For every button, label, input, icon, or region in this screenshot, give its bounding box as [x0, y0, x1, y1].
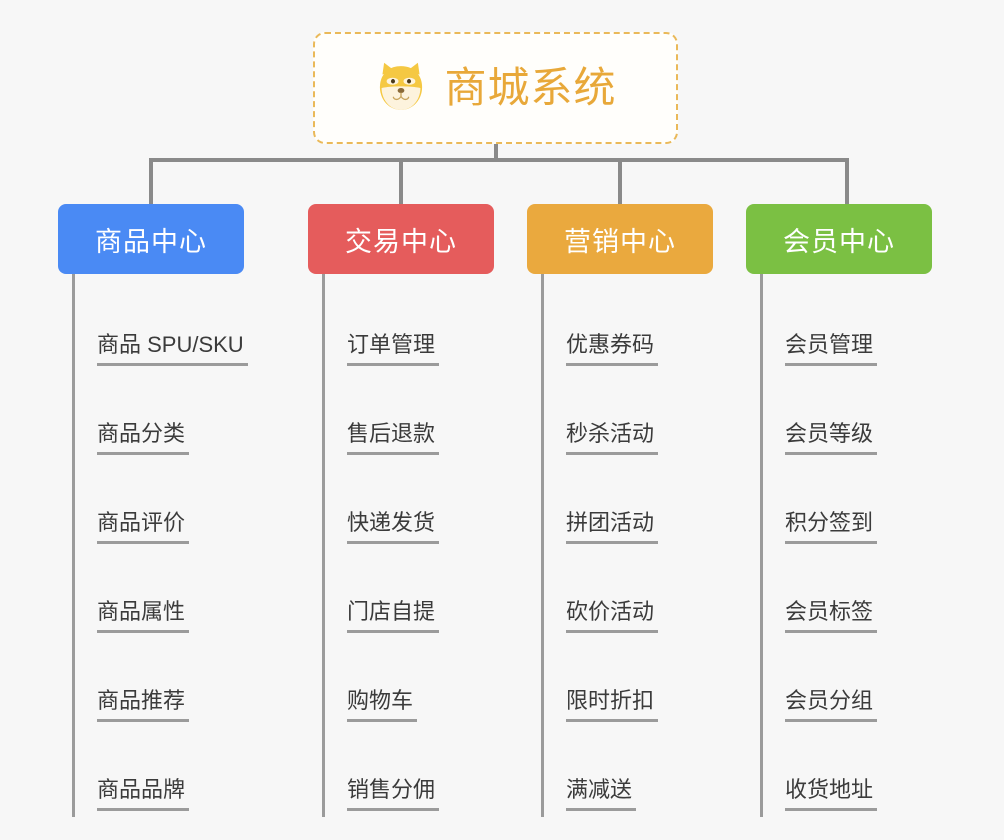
- connector-drop-4: [845, 158, 849, 204]
- list-item-label: 快递发货: [347, 510, 440, 544]
- list-item-label: 会员分组: [785, 688, 878, 722]
- list-item-label: 售后退款: [347, 421, 440, 455]
- list-item[interactable]: 购物车: [325, 639, 494, 728]
- child-list-product-center: 商品 SPU/SKU 商品分类 商品评价 商品属性 商品推荐 商品品牌: [72, 274, 248, 817]
- category-label: 会员中心: [783, 226, 895, 257]
- connector-drop-2: [399, 158, 403, 204]
- branch-column-member-center: 会员中心 会员管理 会员等级 积分签到 会员标签 会员分组 收货地址: [746, 204, 932, 817]
- list-item[interactable]: 快递发货: [325, 461, 494, 550]
- list-item-label: 砍价活动: [566, 599, 659, 633]
- list-item[interactable]: 商品推荐: [75, 639, 244, 728]
- list-item-label: 商品推荐: [97, 688, 190, 722]
- category-header-product-center[interactable]: 商品中心: [58, 204, 244, 274]
- branch-column-trade-center: 交易中心 订单管理 售后退款 快递发货 门店自提 购物车 销售分佣: [308, 204, 494, 817]
- list-item-label: 拼团活动: [566, 510, 659, 544]
- list-item[interactable]: 秒杀活动: [544, 372, 713, 461]
- root-title: 商城系统: [444, 64, 617, 111]
- list-item[interactable]: 商品分类: [75, 372, 244, 461]
- list-item-label: 销售分佣: [347, 777, 440, 811]
- list-item-label: 商品分类: [97, 421, 190, 455]
- list-item[interactable]: 门店自提: [325, 550, 494, 639]
- list-item-label: 商品 SPU/SKU: [97, 332, 248, 366]
- list-item[interactable]: 拼团活动: [544, 461, 713, 550]
- category-header-trade-center[interactable]: 交易中心: [308, 204, 494, 274]
- list-item[interactable]: 限时折扣: [544, 639, 713, 728]
- list-item-label: 商品属性: [97, 599, 190, 633]
- list-item[interactable]: 优惠券码: [544, 274, 713, 372]
- list-item[interactable]: 积分签到: [763, 461, 932, 550]
- list-item[interactable]: 会员分组: [763, 639, 932, 728]
- list-item-label: 满减送: [566, 777, 637, 811]
- branch-column-product-center: 商品中心 商品 SPU/SKU 商品分类 商品评价 商品属性 商品推荐 商品品牌: [58, 204, 248, 817]
- category-label: 交易中心: [345, 226, 457, 257]
- category-header-member-center[interactable]: 会员中心: [746, 204, 932, 274]
- connector-horizontal-bus: [149, 158, 849, 162]
- list-item[interactable]: 订单管理: [325, 274, 494, 372]
- list-item-label: 优惠券码: [566, 332, 659, 366]
- list-item[interactable]: 砍价活动: [544, 550, 713, 639]
- list-item-label: 商品评价: [97, 510, 190, 544]
- list-item[interactable]: 收货地址: [763, 728, 932, 817]
- list-item-label: 购物车: [347, 688, 418, 722]
- list-item[interactable]: 商品属性: [75, 550, 244, 639]
- list-item-label: 积分签到: [785, 510, 878, 544]
- list-item-label: 秒杀活动: [566, 421, 659, 455]
- child-list-marketing-center: 优惠券码 秒杀活动 拼团活动 砍价活动 限时折扣 满减送: [541, 274, 713, 817]
- list-item-label: 商品品牌: [97, 777, 190, 811]
- list-item-label: 会员等级: [785, 421, 878, 455]
- connector-drop-1: [149, 158, 153, 204]
- branch-column-marketing-center: 营销中心 优惠券码 秒杀活动 拼团活动 砍价活动 限时折扣 满减送: [527, 204, 713, 817]
- connector-drop-3: [618, 158, 622, 204]
- category-label: 商品中心: [95, 226, 207, 257]
- list-item-label: 限时折扣: [566, 688, 659, 722]
- child-list-trade-center: 订单管理 售后退款 快递发货 门店自提 购物车 销售分佣: [322, 274, 494, 817]
- list-item[interactable]: 会员管理: [763, 274, 932, 372]
- list-item-label: 门店自提: [347, 599, 440, 633]
- list-item-label: 收货地址: [785, 777, 878, 811]
- list-item-label: 会员标签: [785, 599, 878, 633]
- list-item[interactable]: 售后退款: [325, 372, 494, 461]
- list-item[interactable]: 销售分佣: [325, 728, 494, 817]
- list-item-label: 会员管理: [785, 332, 878, 366]
- list-item[interactable]: 会员等级: [763, 372, 932, 461]
- category-label: 营销中心: [564, 226, 676, 257]
- list-item[interactable]: 满减送: [544, 728, 713, 817]
- list-item[interactable]: 商品 SPU/SKU: [75, 274, 248, 372]
- list-item[interactable]: 会员标签: [763, 550, 932, 639]
- connector-root-stem: [494, 144, 498, 162]
- shiba-dog-face-icon: [380, 62, 423, 110]
- list-item-label: 订单管理: [347, 332, 440, 366]
- category-header-marketing-center[interactable]: 营销中心: [527, 204, 713, 274]
- root-node[interactable]: 商城系统: [313, 32, 678, 144]
- list-item[interactable]: 商品品牌: [75, 728, 244, 817]
- list-item[interactable]: 商品评价: [75, 461, 244, 550]
- child-list-member-center: 会员管理 会员等级 积分签到 会员标签 会员分组 收货地址: [760, 274, 932, 817]
